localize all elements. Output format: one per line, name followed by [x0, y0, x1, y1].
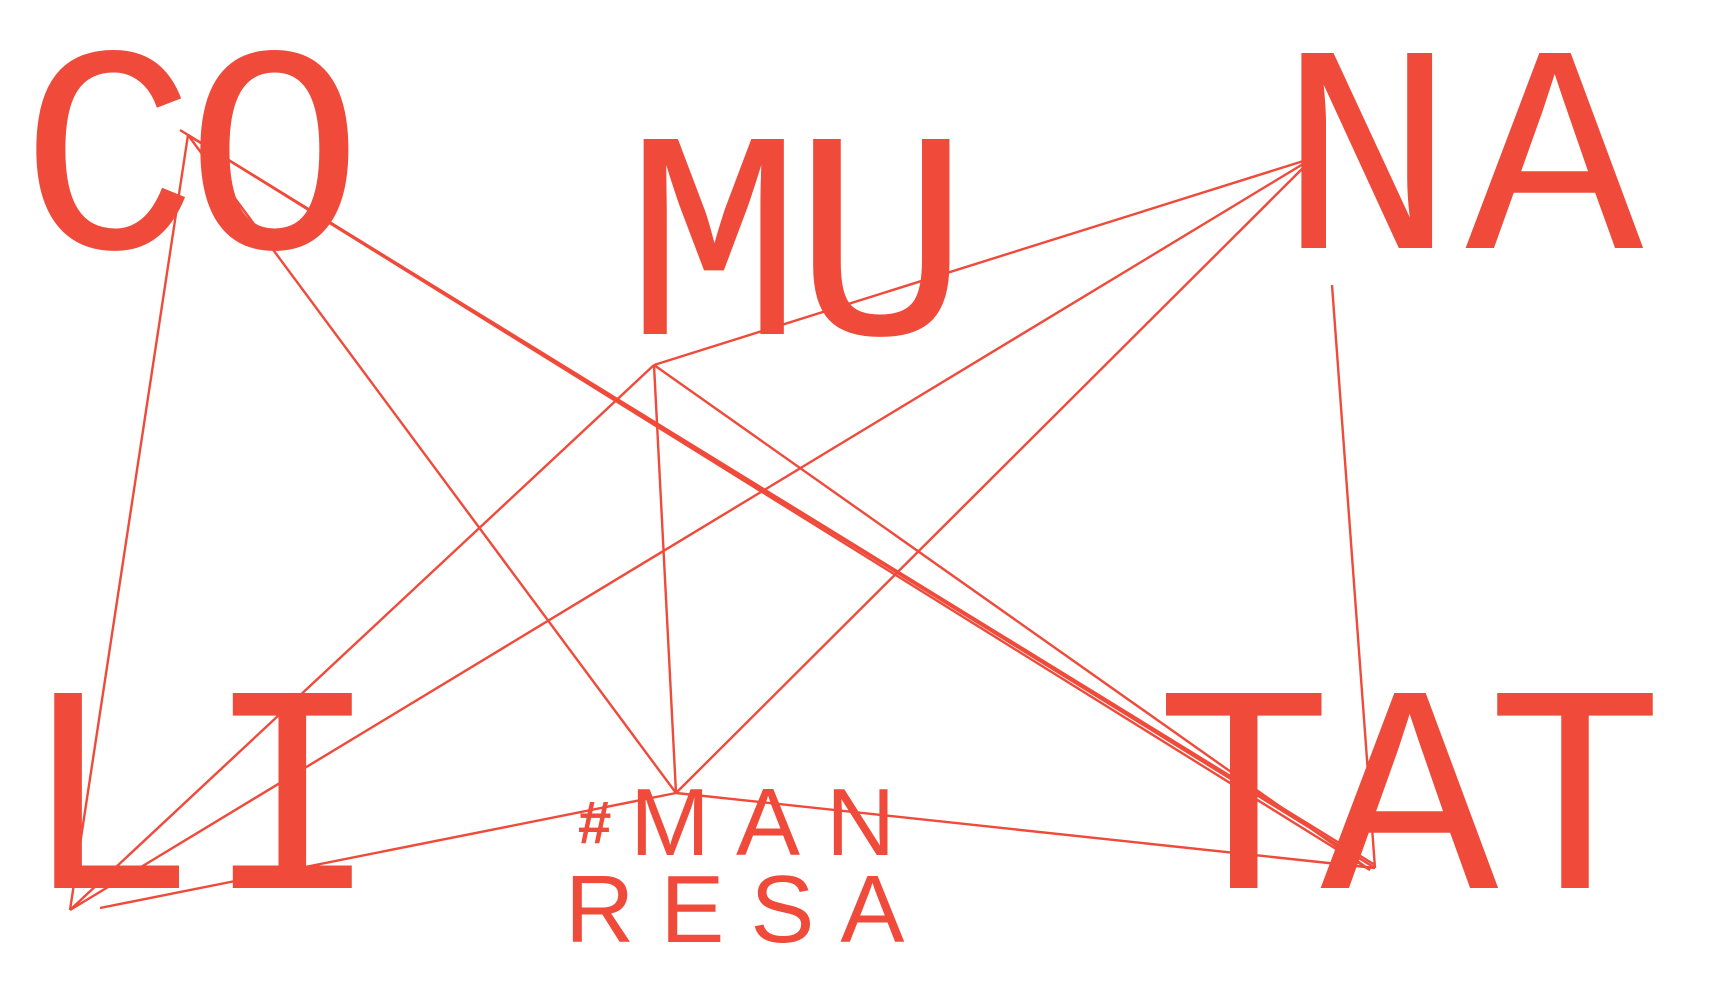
connection-line-9	[675, 157, 1314, 794]
word-resa: RESA	[565, 856, 931, 963]
connection-line-2	[187, 134, 677, 794]
word-man: MAN	[630, 769, 922, 876]
connection-line-8	[69, 156, 1314, 912]
connection-line-6	[69, 364, 655, 911]
connection-line-5	[653, 156, 1314, 367]
connection-line-1	[68, 134, 190, 911]
connection-line-12	[675, 791, 1376, 870]
connection-line-11	[99, 791, 677, 910]
hash-symbol: #	[578, 789, 612, 856]
word-tat: TAT	[1155, 642, 1664, 977]
connection-line-extra-1	[179, 128, 1371, 872]
connection-line-extra-2	[653, 364, 1371, 871]
word-mu: MU	[625, 88, 970, 423]
word-li: LI	[20, 642, 388, 977]
connection-line-7	[652, 364, 678, 794]
word-na: NA	[1278, 2, 1654, 337]
connection-line-10	[1330, 284, 1377, 869]
word-co: CO	[20, 2, 363, 337]
